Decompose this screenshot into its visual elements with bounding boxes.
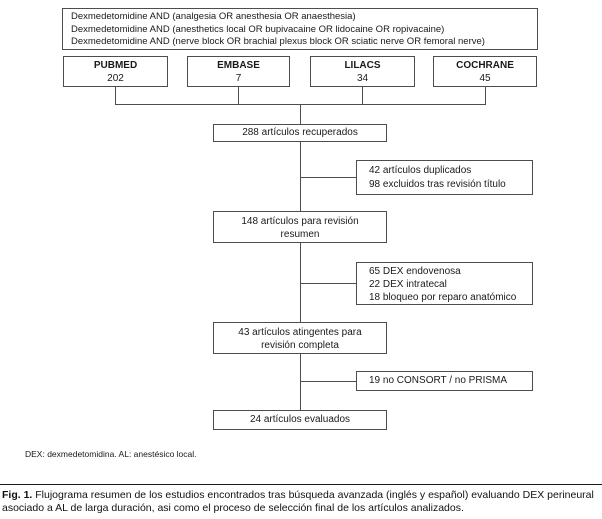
database-count: 7 (235, 73, 242, 84)
connector-line (300, 142, 301, 211)
database-count: 34 (356, 73, 369, 84)
database-count: 45 (479, 73, 491, 84)
excluded-abstract-line: 22 DEX intratecal (369, 278, 447, 290)
connector-line (485, 87, 486, 104)
search-strategy-line: Dexmedetomidine AND (nerve block OR brac… (71, 36, 485, 48)
connector-line (300, 177, 356, 178)
excluded-abstract-box: 65 DEX endovenosa 22 DEX intratecal 18 b… (356, 262, 533, 305)
database-box-embase: EMBASE 7 (187, 56, 290, 87)
database-box-pubmed: PUBMED 202 (63, 56, 168, 87)
full-review-line: 43 artículos atingentes para (238, 327, 362, 338)
connector-line (362, 87, 363, 104)
excluded-abstract-line: 65 DEX endovenosa (369, 266, 461, 277)
evaluated-label: 24 artículos evaluados (249, 414, 351, 425)
abstract-review-line: resumen (280, 229, 320, 240)
excluded-title-line: 42 artículos duplicados (369, 165, 472, 176)
excluded-full-box: 19 no CONSORT / no PRISMA (356, 371, 533, 391)
full-review-line: revisión completa (261, 340, 339, 351)
abbreviations-footnote: DEX: dexmedetomidina. AL: anestésico loc… (25, 449, 197, 459)
excluded-title-line: 98 excluidos tras revisión título (369, 179, 506, 190)
abstract-review-line: 148 artículos para revisión (241, 216, 359, 227)
connector-line (300, 283, 356, 284)
database-name: PUBMED (93, 60, 138, 71)
search-strategy-box: Dexmedetomidine AND (analgesia OR anesth… (62, 8, 538, 50)
connector-line (300, 354, 301, 410)
evaluated-box: 24 artículos evaluados (213, 410, 387, 430)
database-name: EMBASE (217, 60, 260, 71)
connector-line (300, 104, 301, 124)
full-review-box: 43 artículos atingentes para revisión co… (213, 322, 387, 354)
excluded-abstract-line: 18 bloqueo por reparo anatómico (369, 291, 517, 303)
search-strategy-line: Dexmedetomidine AND (analgesia OR anesth… (71, 11, 356, 22)
figure-caption: Fig. 1. Flujograma resumen de los estudi… (2, 489, 600, 514)
database-name: LILACS (344, 60, 381, 71)
connector-line (300, 381, 356, 382)
connector-line (238, 87, 239, 104)
search-strategy-line: Dexmedetomidine AND (anesthetics local O… (71, 23, 445, 35)
figure-caption-text: Flujograma resumen de los estudios encon… (2, 489, 594, 514)
connector-line (115, 87, 116, 104)
caption-divider (0, 484, 602, 485)
database-box-cochrane: COCHRANE 45 (433, 56, 537, 87)
database-count: 202 (107, 73, 124, 84)
database-box-lilacs: LILACS 34 (310, 56, 415, 87)
excluded-full-label: 19 no CONSORT / no PRISMA (369, 375, 508, 386)
connector-line (300, 243, 301, 322)
excluded-title-box: 42 artículos duplicados 98 excluidos tra… (356, 160, 533, 195)
abstract-review-box: 148 artículos para revisión resumen (213, 211, 387, 243)
retrieved-box: 288 artículos recuperados (213, 124, 387, 142)
retrieved-label: 288 artículos recuperados (242, 127, 358, 138)
figure-caption-label: Fig. 1. (2, 489, 33, 501)
database-name: COCHRANE (456, 60, 514, 71)
